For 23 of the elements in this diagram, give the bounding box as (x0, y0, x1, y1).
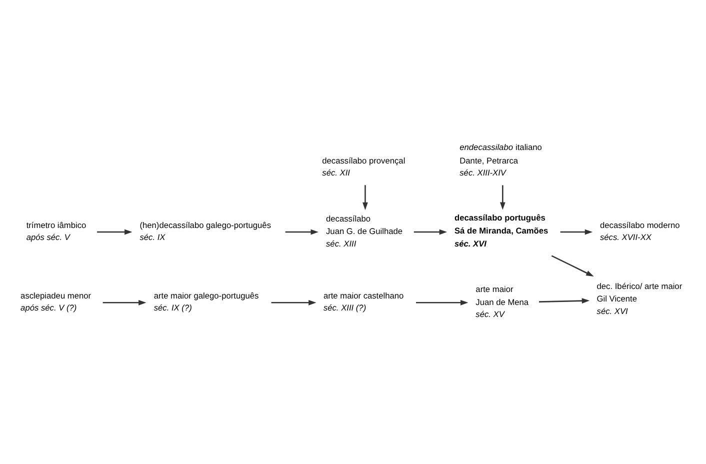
arrow (500, 185, 506, 210)
node-text: decassílabo moderno sécs. XVII-XX (600, 220, 680, 242)
arrow (414, 229, 448, 235)
arrow (560, 229, 593, 235)
arrow (551, 255, 594, 277)
arrow (271, 300, 316, 306)
arrow (97, 229, 132, 235)
node-text: asclepiadeu menor após séc. V (?) (20, 290, 92, 313)
arrow (362, 185, 368, 210)
node-text: arte maior galego-português séc. IX (?) (154, 290, 259, 313)
node-text: trímetro iâmbico após séc. V (26, 220, 86, 242)
node-text: (hen)decassílabo galego-português séc. IX (140, 220, 272, 242)
arrow (102, 300, 146, 306)
node-text: endecassilabo italiano Dante, Petrarca séc. XIII-XIV (460, 142, 542, 178)
node-text: decassílabo Juan G. de Guilhade séc. XIII (326, 213, 403, 248)
node-text: decassílabo provençal séc. XII (322, 156, 406, 178)
node-text: arte maior Juan de Mena séc. XV (476, 284, 529, 320)
node-text: arte maior castelhano séc. XIII (?) (323, 290, 404, 313)
arrow (538, 298, 590, 304)
arrow (416, 300, 468, 306)
node-text: dec. Ibérico/ arte maior Gil Vicente séc. XVI (596, 280, 682, 316)
arrow (285, 229, 318, 235)
node-text: decassílabo português Sá de Miranda, Camões séc. XVI (454, 212, 548, 248)
